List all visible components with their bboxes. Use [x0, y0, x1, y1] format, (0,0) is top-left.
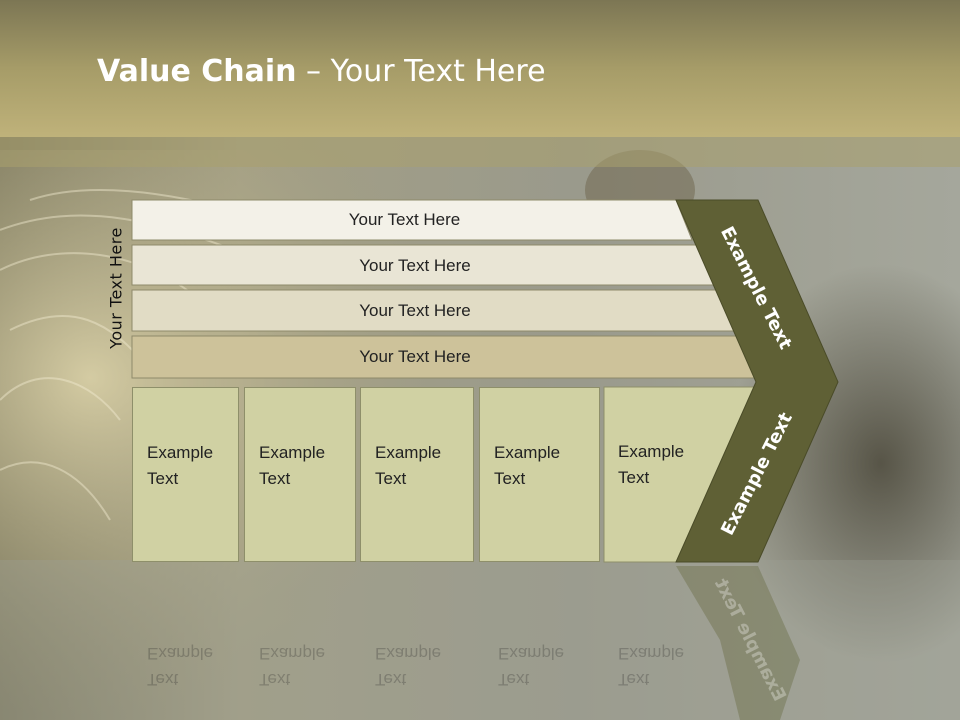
column-line-2: Text	[618, 468, 650, 487]
column-line-2: Text	[259, 469, 291, 488]
column-1: Example Text	[132, 387, 239, 562]
bar-row-2: Your Text Here	[132, 246, 698, 286]
chevron-arrow	[675, 199, 839, 563]
bar-label: Your Text Here	[359, 301, 471, 320]
column-5: Example Text	[604, 387, 724, 562]
bar-label: Your Text Here	[359, 347, 471, 366]
column-2: Example Text	[244, 387, 356, 562]
slide-title: Value Chain – Your Text Here	[97, 54, 546, 89]
bar-label: Your Text Here	[348, 210, 461, 229]
column-line-1: Example	[494, 443, 561, 462]
column-line-1: Example	[375, 443, 442, 462]
title-bold: Value Chain	[97, 54, 297, 89]
column-line-1: Example	[618, 442, 685, 461]
bar-label: Your Text Here	[359, 256, 471, 275]
column-4: Example Text	[479, 387, 600, 562]
column-line-1: Example	[259, 443, 326, 462]
bar-row-4: Your Text Here	[132, 337, 698, 377]
bar-row-1: Your Text Here	[132, 200, 677, 240]
column-line-2: Text	[375, 469, 407, 488]
column-line-2: Text	[494, 469, 526, 488]
bar-shape-1	[131, 199, 693, 241]
column-3: Example Text	[360, 387, 474, 562]
chevron-reflection	[676, 566, 800, 720]
column-line-1: Example	[147, 443, 214, 462]
title-band	[0, 0, 960, 137]
title-rest: – Your Text Here	[296, 54, 546, 89]
title-underband	[0, 137, 960, 167]
bar-row-3: Your Text Here	[132, 291, 698, 331]
column-line-2: Text	[147, 469, 179, 488]
